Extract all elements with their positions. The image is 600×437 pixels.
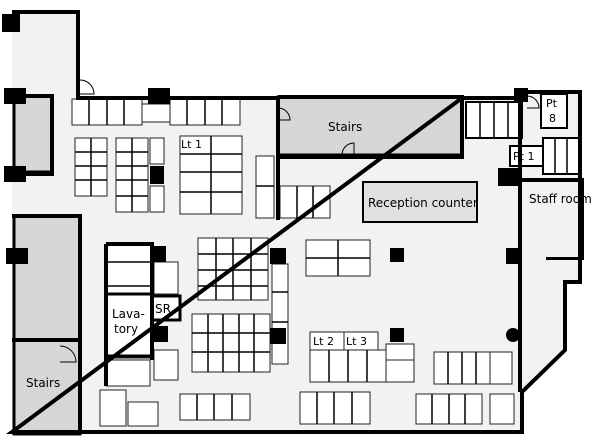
reception-counter-label: Reception counter: [368, 196, 478, 210]
sr-label: SR: [155, 302, 171, 316]
desk-block-lt1: [179, 135, 243, 215]
staff-room-label: Staff room: [529, 192, 592, 206]
desk-row-bottom: [99, 389, 515, 427]
desk-row-top: [71, 98, 241, 126]
top-right-desk-block-2: [542, 137, 580, 175]
lavatory-wall: [106, 242, 154, 360]
pt8-label-a: Pt: [546, 97, 558, 110]
stairs-top: [276, 95, 464, 157]
stairs-bottom-label: Stairs: [26, 376, 60, 390]
door-arc-bottom-left: [59, 345, 77, 363]
door-arc-top-left: [79, 79, 95, 95]
door-arc-top-right: [526, 95, 540, 109]
pt8-label-b: 8: [549, 112, 556, 125]
pt1-label: Pt 1: [513, 150, 534, 163]
desk-near-lavatory: [153, 349, 179, 381]
left-upper-wall: [12, 94, 54, 176]
stairs-top-label: Stairs: [328, 120, 362, 134]
stairs-door-arc: [341, 142, 355, 156]
left-stairwell-middle: [12, 214, 82, 342]
door-arc-stairs: [277, 107, 291, 121]
desk-block-center-2: [191, 313, 271, 373]
desk-below-lavatory: [105, 359, 151, 387]
lt2-label: Lt 2: [313, 335, 334, 348]
left-middle-wall: [12, 214, 82, 432]
lt3-label: Lt 3: [346, 335, 367, 348]
desk-block-left-2: [115, 137, 165, 213]
desk-block-lt2-lt3: [309, 331, 415, 383]
lavatory-label-a: Lava-: [112, 307, 145, 321]
desk-block-right-lower: [433, 351, 513, 385]
pt8-room: [540, 93, 568, 129]
desk-block-right-middle: [305, 239, 371, 277]
lavatory-label-b: tory: [114, 322, 138, 336]
desk-near-sr: [153, 261, 179, 295]
staff-room: [524, 182, 581, 257]
desk-block-left-1: [74, 137, 108, 197]
lt1-label: Lt 1: [181, 138, 202, 151]
left-stairwell-upper: [12, 94, 54, 174]
pillars: [2, 14, 528, 344]
reception-counter: [362, 181, 478, 223]
desk-block-center-side: [271, 263, 289, 365]
